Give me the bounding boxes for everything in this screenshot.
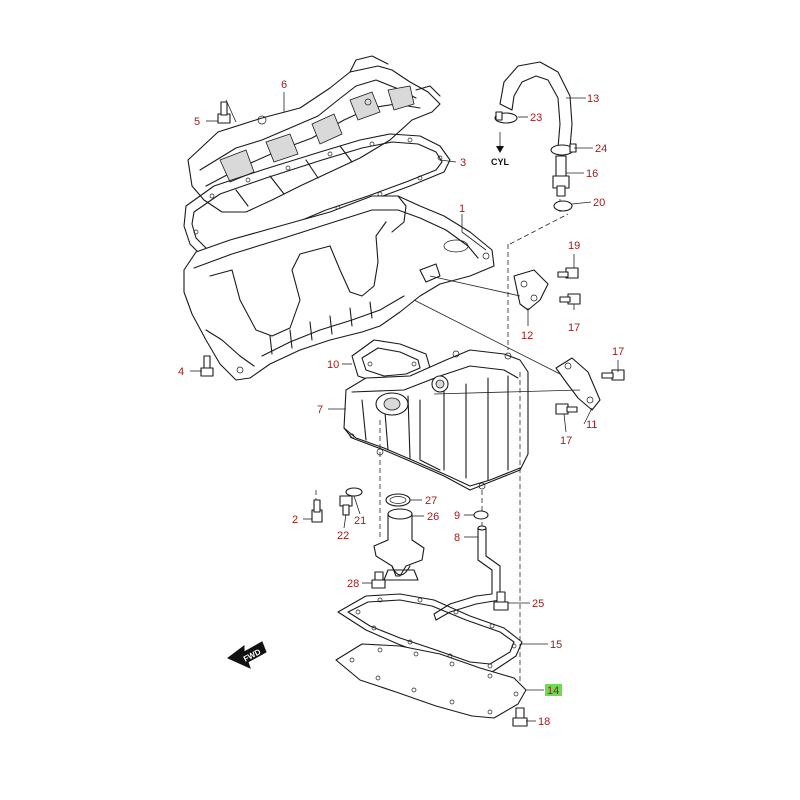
callout-6[interactable]: 6: [281, 79, 287, 91]
part-21-drain-plug[interactable]: [339, 495, 353, 516]
callout-5[interactable]: 5: [194, 116, 200, 128]
part-16-union[interactable]: [552, 155, 570, 197]
callout-17b[interactable]: 17: [612, 346, 624, 358]
part-7-oil-pan-lower[interactable]: [343, 349, 529, 491]
part-26-oil-strainer[interactable]: [373, 508, 425, 581]
part-1-oil-pan-upper[interactable]: [183, 195, 495, 381]
part-28-bolt[interactable]: [371, 571, 386, 589]
part-6-baffle-cover[interactable]: [187, 55, 441, 213]
part-25-bolt[interactable]: [493, 591, 509, 611]
bracket-tie-lines: [413, 275, 581, 395]
part-11-bracket[interactable]: [555, 357, 601, 411]
callout-10[interactable]: 10: [327, 359, 339, 371]
part-18-bolt[interactable]: [557, 267, 579, 279]
part-12-bracket[interactable]: [513, 269, 549, 311]
callout-13[interactable]: 13: [587, 93, 599, 105]
callout-24[interactable]: 18: [538, 716, 550, 728]
part-17-bolt-c[interactable]: [555, 403, 578, 415]
part-5-bolt[interactable]: [217, 101, 231, 124]
callout-22[interactable]: 23: [530, 112, 542, 124]
part-22-clamp[interactable]: [494, 111, 518, 124]
part-4-bolt[interactable]: [200, 355, 214, 377]
callout-16[interactable]: 16: [586, 168, 598, 180]
callout-14-highlight: [545, 684, 562, 696]
part-9-o-ring[interactable]: [473, 510, 489, 520]
callout-20[interactable]: 21: [354, 515, 366, 527]
callout-9[interactable]: 9: [454, 510, 460, 522]
cyl-arrow: CYL: [491, 132, 510, 167]
callout-labels: 6 5 3 1 4 13 23 24 16 20 19 17 12 17 11 …: [178, 79, 624, 728]
callout-8[interactable]: 8: [454, 532, 460, 544]
callout-28[interactable]: 28: [347, 578, 359, 590]
callout-3[interactable]: 3: [460, 157, 466, 169]
callout-4[interactable]: 4: [178, 366, 184, 378]
callout-7[interactable]: 7: [317, 404, 323, 416]
callout-25[interactable]: 25: [532, 598, 544, 610]
callout-1[interactable]: 1: [459, 203, 465, 215]
callout-15[interactable]: 15: [550, 639, 562, 651]
part-24-bolt[interactable]: [512, 707, 528, 727]
callout-12[interactable]: 12: [521, 330, 533, 342]
part-17-bolt-a[interactable]: [559, 293, 581, 305]
callout-17c[interactable]: 17: [560, 435, 572, 447]
callout-11[interactable]: 11: [586, 419, 597, 431]
callout-2[interactable]: 2: [292, 514, 298, 526]
part-8-oil-pipe[interactable]: [433, 525, 501, 621]
cyl-label: CYL: [491, 157, 510, 167]
part-19-washer[interactable]: [553, 200, 573, 212]
part-13-breather-hose[interactable]: [499, 61, 573, 149]
part-27-o-ring[interactable]: [385, 493, 411, 507]
part-20-washer[interactable]: [345, 487, 363, 497]
callout-21[interactable]: 22: [337, 530, 349, 542]
fwd-arrow-icon: FWD: [227, 641, 267, 669]
callout-19[interactable]: 20: [593, 197, 605, 209]
callout-27[interactable]: 27: [425, 495, 437, 507]
callout-23[interactable]: 24: [595, 143, 607, 155]
callout-26[interactable]: 26: [427, 511, 439, 523]
part-17-bolt-b[interactable]: [601, 369, 625, 381]
part-14-oil-pan-plate[interactable]: [335, 643, 527, 719]
callout-18[interactable]: 19: [568, 240, 580, 252]
part-23-clamp[interactable]: [550, 143, 577, 156]
callout-14[interactable]: 14: [547, 685, 559, 697]
leader-lines: [190, 92, 619, 722]
callout-17a[interactable]: 17: [568, 322, 580, 334]
part-2-bolt[interactable]: [311, 499, 323, 523]
